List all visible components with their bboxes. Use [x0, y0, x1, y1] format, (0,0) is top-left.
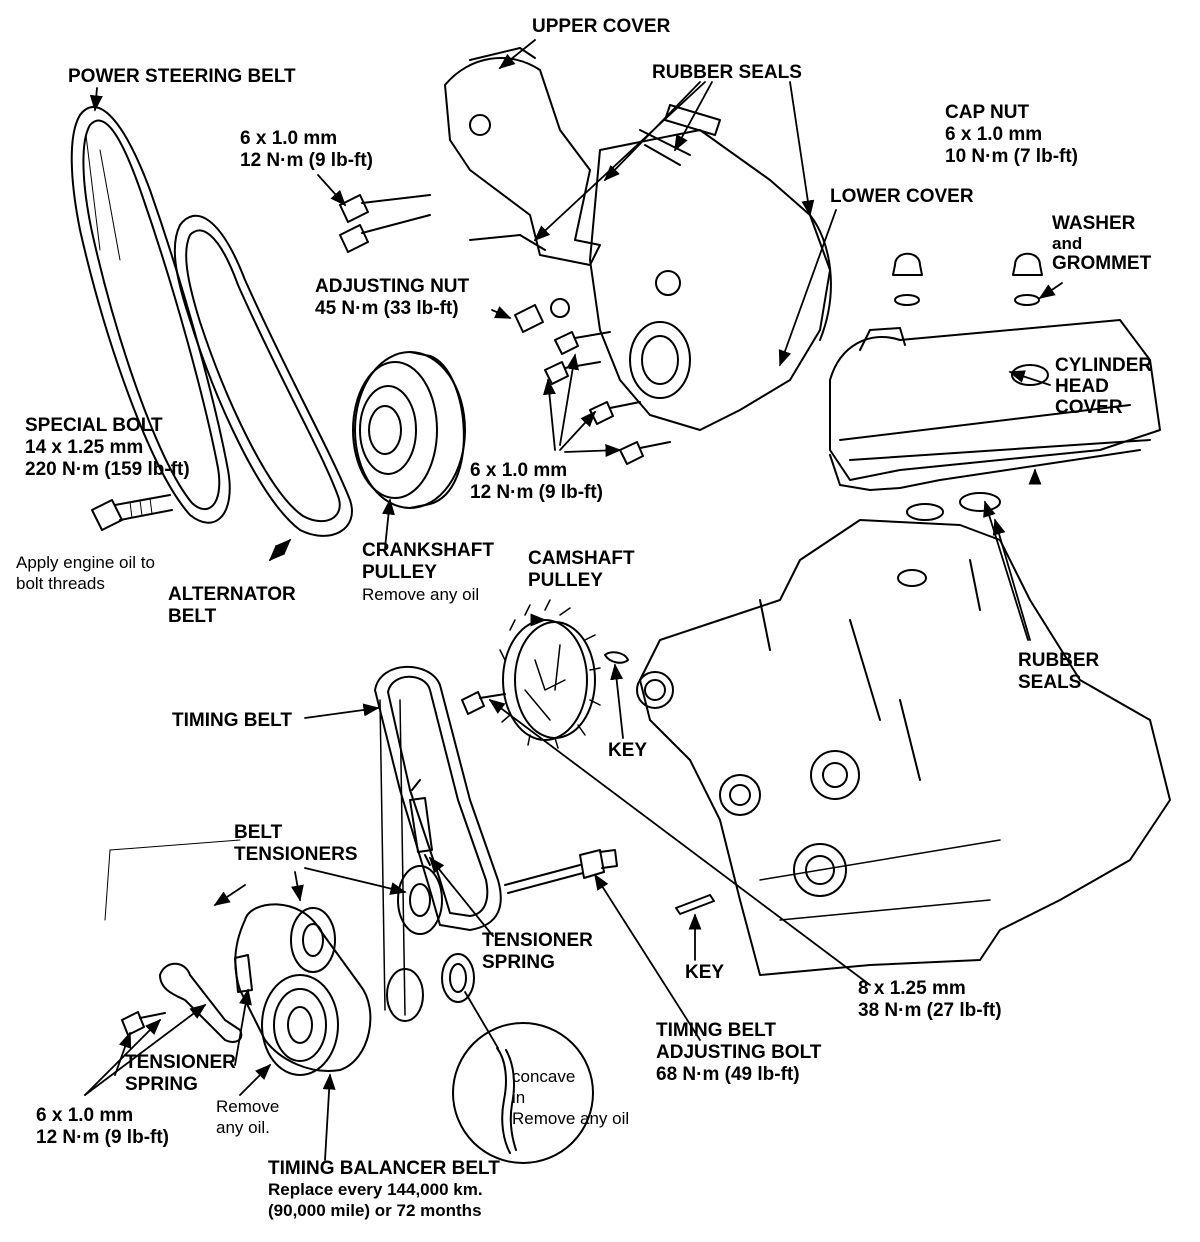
guide-line — [104, 849, 111, 921]
cover-bolts — [339, 194, 671, 465]
label-rubber-seals-top: RUBBER SEALS — [652, 62, 802, 83]
power-steering-belt — [70, 106, 231, 524]
camshaft-pulley — [461, 599, 601, 749]
crankshaft-pulley — [352, 351, 466, 509]
guide-line — [109, 839, 241, 851]
label-timing-belt: TIMING BELT — [172, 710, 292, 731]
label-lower-cover: LOWER COVER — [830, 186, 974, 207]
engine-block — [636, 519, 1171, 976]
keys — [604, 651, 715, 915]
balancer-assembly — [121, 903, 372, 1076]
label-key-upper: KEY — [608, 740, 648, 761]
lower-cover — [589, 129, 832, 431]
special-bolt — [91, 494, 173, 531]
cylinder-head-cover — [829, 319, 1161, 491]
cap-nuts — [892, 252, 1043, 306]
label-upper-cover: UPPER COVER — [532, 16, 671, 37]
concave-detail-circle — [452, 1022, 594, 1164]
rubber-seals-right — [906, 492, 1001, 521]
timing-belt — [374, 665, 502, 1022]
label-key-lower: KEY — [685, 962, 725, 983]
alternator-belt — [173, 214, 353, 537]
adjusting-bolt — [504, 849, 618, 894]
concave-washer — [441, 953, 475, 1003]
upper-cover — [444, 47, 601, 266]
leader-lines — [84, 39, 1063, 1161]
label-power-steering-belt: POWER STEERING BELT — [68, 66, 296, 87]
